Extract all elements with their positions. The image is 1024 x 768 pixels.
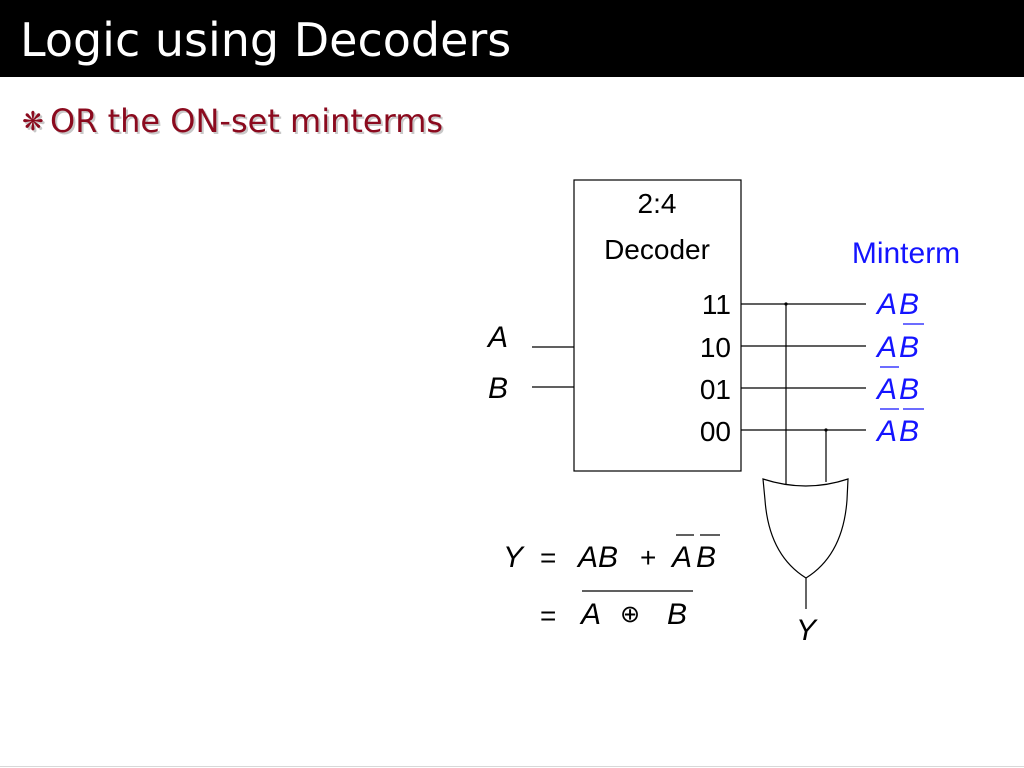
decoder-label-ratio: 2:4 xyxy=(638,188,677,219)
asterisk-bullet-icon: ❋ xyxy=(22,107,44,137)
decoder-output-label-00: 00 xyxy=(700,416,731,447)
eq2-equals: = xyxy=(540,600,556,631)
input-label-a: A xyxy=(486,321,508,354)
eq1-term2-a: A xyxy=(670,541,692,574)
decoder-output-label-11: 11 xyxy=(702,289,731,320)
title-bar: Logic using Decoders xyxy=(0,0,1024,77)
eq1-plus: + xyxy=(640,542,656,573)
eq2-b: B xyxy=(667,598,687,631)
equation-line-2: = A ⊕ B xyxy=(540,590,693,631)
slide-title: Logic using Decoders xyxy=(20,13,512,67)
or-gate xyxy=(762,478,849,579)
minterm-row-11: A B xyxy=(875,288,919,321)
or-output-label-y: Y xyxy=(796,614,818,647)
minterm-row-10: A B xyxy=(875,323,924,364)
footer-divider xyxy=(0,766,1024,767)
minterm-00-b: B xyxy=(899,415,919,448)
eq1-lhs-y: Y xyxy=(503,541,525,574)
eq2-a: A xyxy=(579,598,601,631)
minterm-00-a: A xyxy=(875,415,897,448)
minterm-11-b: B xyxy=(899,288,919,321)
minterm-row-00: A B xyxy=(875,408,924,448)
minterm-10-a: A xyxy=(875,331,897,364)
bullet-text: OR the ON-set minterms xyxy=(50,102,444,140)
decoder-output-label-10: 10 xyxy=(700,332,731,363)
junction-dot-00 xyxy=(824,428,828,432)
decoder-label-name: Decoder xyxy=(604,234,710,265)
minterm-11-a: A xyxy=(875,288,897,321)
eq1-equals: = xyxy=(540,542,556,573)
eq1-term2-b: B xyxy=(696,541,716,574)
minterm-10-b: B xyxy=(899,331,919,364)
minterm-row-01: A B xyxy=(875,366,919,406)
minterm-01-a: A xyxy=(875,373,897,406)
eq2-xor: ⊕ xyxy=(620,601,640,628)
minterm-header: Minterm xyxy=(852,237,960,270)
input-label-b: B xyxy=(488,372,508,405)
decoder-box xyxy=(573,179,742,472)
bullet-item: ❋OR the ON-set minterms xyxy=(22,101,443,141)
equation-line-1: Y = AB + A B xyxy=(503,534,720,574)
eq1-term1: AB xyxy=(576,541,618,574)
decoder-output-label-01: 01 xyxy=(700,374,731,405)
minterm-01-b: B xyxy=(899,373,919,406)
junction-dot-11 xyxy=(784,302,788,306)
